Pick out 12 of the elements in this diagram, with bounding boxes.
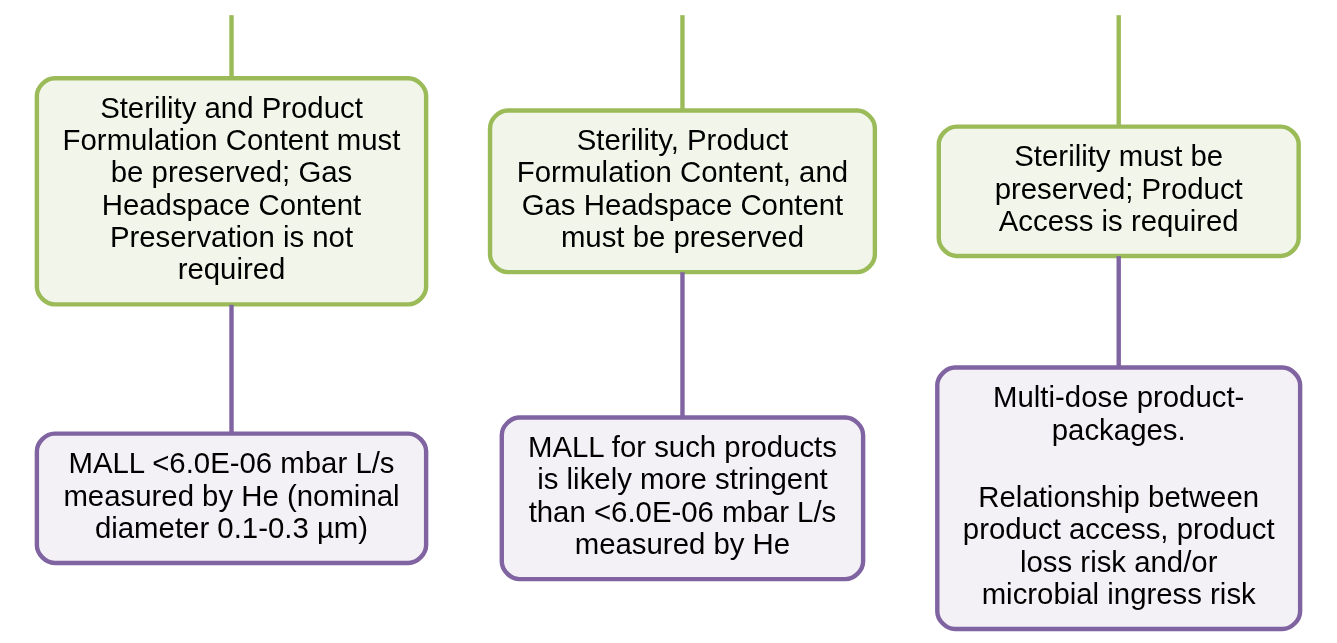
node-box: Sterility must be preserved; Product Access is required: [936, 124, 1301, 259]
node-box: Sterility and Product Formulation Content must be preserved; Gas Headspace Content Preservation is not required: [34, 76, 429, 307]
node-box: Sterility, Product Formulation Content, and Gas Headspace Content must be preserved: [487, 108, 878, 275]
node-box: Multi-dose product-packages. Relationship between product access, product loss risk and/or microbial ingress risk: [935, 365, 1303, 632]
connector: [229, 15, 234, 79]
connector: [1116, 256, 1121, 368]
node-box: MALL <6.0E-06 mbar L/s measured by He (nominal diameter 0.1-0.3 µm): [34, 431, 429, 566]
connector: [680, 272, 685, 418]
connector: [229, 304, 234, 434]
node-box: MALL for such products is likely more stringent than <6.0E-06 mbar L/s measured by He: [499, 415, 866, 582]
connector: [680, 15, 685, 110]
connector: [1116, 15, 1121, 127]
